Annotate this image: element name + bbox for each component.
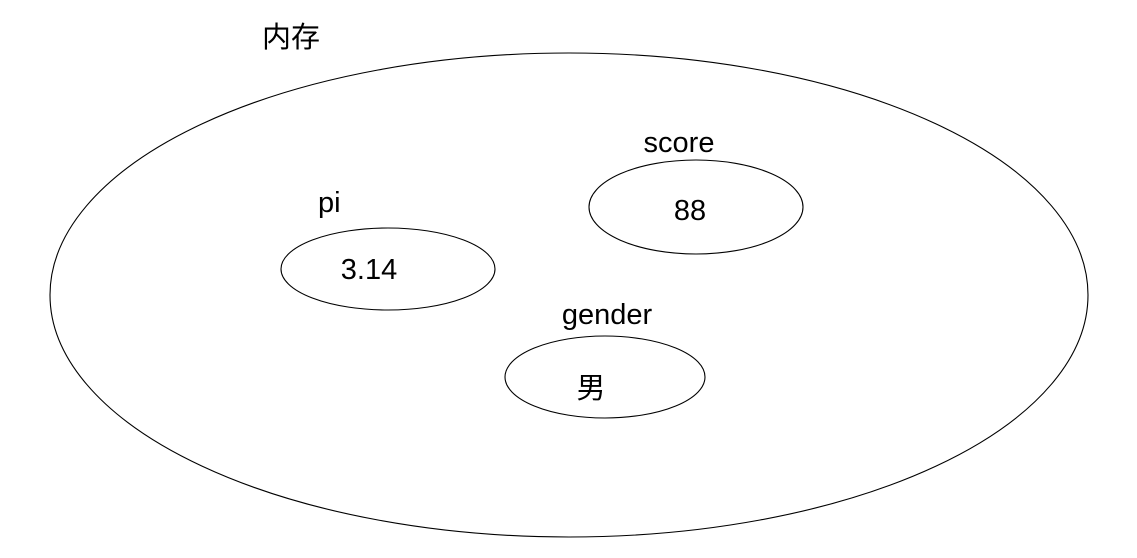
variable-score: score 88 [589, 127, 803, 254]
variable-pi: pi 3.14 [281, 187, 495, 310]
variable-gender-ellipse [505, 336, 705, 418]
variable-gender-label: gender [562, 299, 653, 331]
variable-score-ellipse [589, 160, 803, 254]
variable-gender: gender 男 [505, 299, 705, 418]
variable-score-label: score [644, 127, 715, 159]
variable-score-value: 88 [674, 195, 706, 227]
memory-container-label: 内存 [262, 21, 320, 54]
variable-pi-value: 3.14 [341, 254, 397, 286]
memory-container-ellipse [50, 53, 1088, 537]
variable-pi-label: pi [318, 187, 341, 219]
variable-pi-ellipse [281, 228, 495, 310]
variable-gender-value: 男 [576, 373, 605, 405]
